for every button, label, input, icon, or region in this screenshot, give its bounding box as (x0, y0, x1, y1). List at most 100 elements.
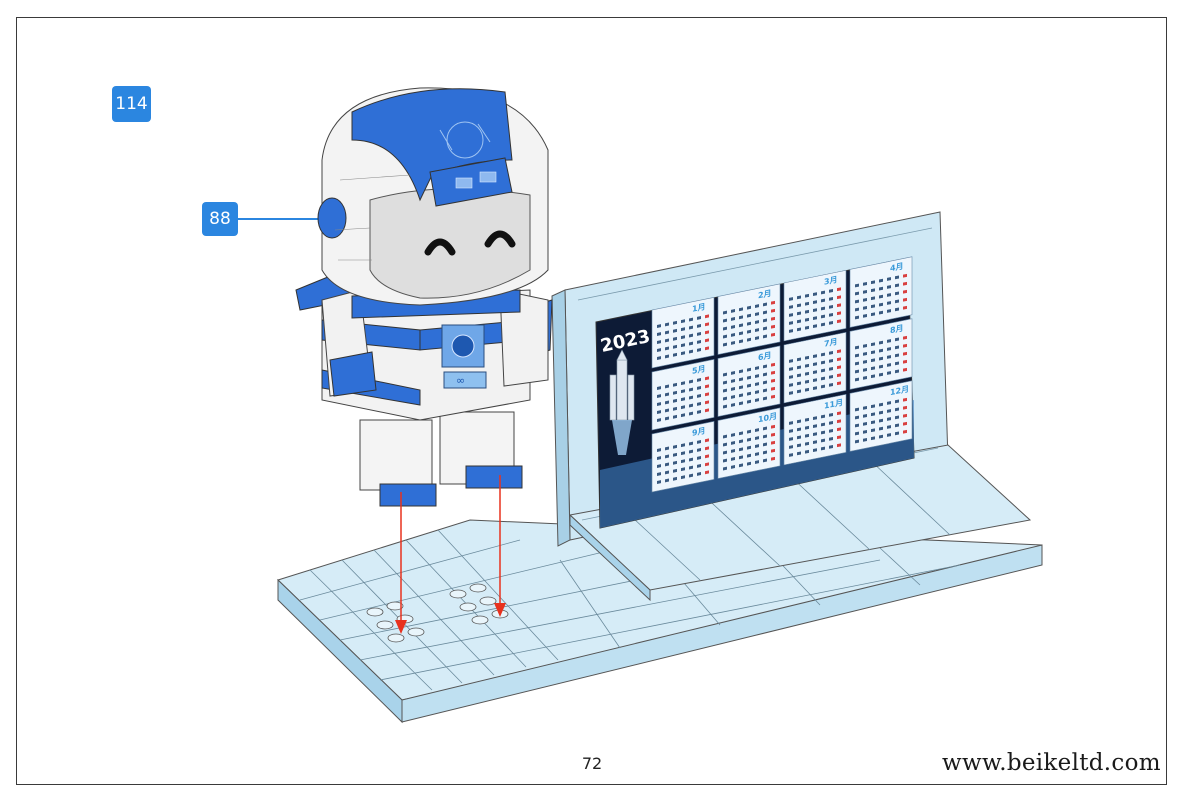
arrow-head-left (395, 620, 407, 634)
day-cell (689, 333, 693, 338)
day-cell (755, 304, 759, 308)
day-cell (895, 353, 899, 358)
day-cell (829, 350, 833, 355)
day-cell (895, 407, 899, 412)
day-cell (771, 394, 775, 399)
day-cell (723, 372, 727, 377)
day-cell (797, 373, 801, 378)
day-cell (805, 379, 809, 384)
month-label: 7月 (824, 336, 838, 349)
day-cell (657, 464, 661, 468)
day-cell (755, 390, 759, 394)
day-cell (829, 312, 833, 317)
day-cell (813, 324, 817, 329)
day-cell (863, 313, 867, 318)
day-cell (813, 416, 817, 421)
day-cell (789, 329, 793, 333)
day-cell (771, 316, 775, 321)
day-cell (697, 402, 701, 406)
day-cell (689, 379, 693, 384)
day-cell (763, 434, 767, 439)
day-cell (747, 429, 751, 434)
month-label: 2月 (758, 288, 772, 301)
day-cell (837, 365, 841, 370)
day-cell (789, 421, 793, 425)
day-cell (681, 475, 685, 480)
day-cell (863, 289, 867, 294)
day-cell (821, 446, 825, 451)
month-label: 5月 (692, 363, 706, 376)
day-cell (739, 431, 743, 436)
day-cell (797, 365, 801, 370)
day-cell (871, 304, 875, 309)
website-url: www.beikeltd.com (942, 750, 1161, 776)
day-cell (723, 404, 727, 409)
day-cell (887, 417, 891, 421)
day-cell (789, 429, 793, 433)
day-cell (903, 305, 907, 310)
day-cell (789, 383, 793, 387)
day-cell (657, 386, 661, 390)
day-cell (697, 386, 701, 390)
day-cell (805, 363, 809, 368)
day-cell (689, 449, 693, 454)
day-cell (855, 439, 859, 444)
day-cell (755, 320, 759, 324)
day-cell (763, 326, 767, 331)
day-cell (739, 385, 743, 390)
day-cell (895, 299, 899, 304)
day-cell (657, 480, 661, 484)
day-cell (673, 398, 677, 403)
day-cell (829, 420, 833, 425)
day-cell (763, 364, 767, 369)
month-card: 3月 (783, 269, 847, 342)
day-cell (739, 455, 743, 460)
day-cell (731, 441, 735, 445)
day-cell (731, 403, 735, 407)
day-cell (771, 386, 775, 391)
day-cell (697, 410, 701, 414)
day-cell (821, 422, 825, 427)
callout-line (238, 218, 322, 220)
day-cell (747, 461, 751, 466)
day-cell (771, 300, 775, 305)
day-cell (871, 436, 875, 441)
day-cell (747, 313, 751, 318)
day-cell (789, 321, 793, 325)
day-cell (837, 357, 841, 362)
day-cell (689, 411, 693, 416)
day-cell (789, 367, 793, 371)
day-cell (903, 413, 907, 418)
day-cell (805, 371, 809, 376)
day-cell (771, 378, 775, 383)
day-cell (837, 435, 841, 440)
day-cell (895, 283, 899, 288)
part-count-badge: 88 (202, 202, 238, 236)
day-cell (887, 363, 891, 367)
day-cell (755, 428, 759, 432)
svg-text:∞: ∞ (456, 374, 465, 387)
day-cell (657, 394, 661, 398)
day-cell (895, 291, 899, 296)
day-cell (731, 309, 735, 313)
day-cell (739, 463, 743, 468)
day-cell (887, 425, 891, 429)
month-card: 4月 (849, 256, 913, 328)
day-cell (673, 336, 677, 341)
day-cell (797, 451, 801, 456)
day-cell (681, 327, 685, 332)
month-card: 11月 (783, 393, 847, 466)
day-cell (829, 412, 833, 417)
day-cell (821, 298, 825, 303)
day-cell (887, 293, 891, 297)
day-cell (697, 440, 701, 444)
day-cell (829, 358, 833, 363)
day-cell (805, 387, 809, 392)
day-cell (887, 339, 891, 343)
day-cell (805, 425, 809, 430)
day-cell (797, 435, 801, 440)
day-cell (871, 312, 875, 317)
day-cell (665, 392, 669, 397)
day-cell (697, 340, 701, 344)
day-cell (697, 348, 701, 352)
